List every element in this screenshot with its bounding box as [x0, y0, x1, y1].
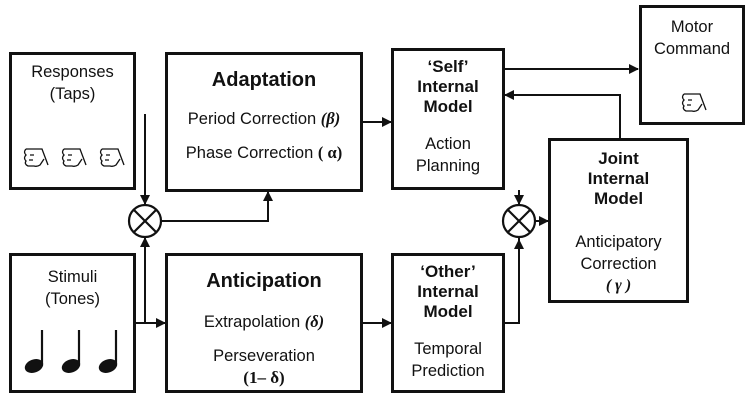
- responses-label: Responses: [31, 63, 114, 81]
- joint-model-title-3: Model: [593, 189, 644, 208]
- joint-model-box: Joint Internal Model Anticipatory Correc…: [548, 138, 689, 303]
- phase-correction: Phase Correction ( α): [168, 143, 360, 163]
- perseveration-label: Perseveration: [213, 347, 315, 365]
- delta-symbol: (δ): [304, 312, 325, 331]
- extrapolation: Extrapolation (δ): [168, 312, 360, 332]
- pointing-hand-icon: [678, 80, 712, 119]
- period-correction: Period Correction (β): [168, 109, 360, 129]
- responses-box: Responses (Taps): [9, 52, 136, 190]
- joint-model-sub-1: Anticipatory: [575, 233, 662, 251]
- pointing-hand-icon: [96, 135, 130, 174]
- joint-model-sub-2: Correction: [580, 255, 657, 273]
- adaptation-title: Adaptation: [211, 69, 317, 91]
- other-model-sub-1: Temporal: [414, 340, 482, 358]
- stimuli-label: Stimuli: [47, 268, 98, 286]
- arrow-other-to-comparator: [505, 238, 520, 324]
- arrow-comparator-to-adaptation: [161, 191, 273, 222]
- anticipation-title: Anticipation: [206, 270, 322, 292]
- other-model-title-2: Internal: [417, 282, 479, 301]
- quarter-note-icon: [61, 330, 81, 373]
- self-model-title-3: Model: [423, 97, 473, 116]
- comparator-right: [501, 203, 537, 239]
- stimuli-box: Stimuli (Tones): [9, 253, 136, 393]
- anticipation-box: Anticipation Extrapolation (δ) Persevera…: [165, 253, 363, 393]
- self-model-sub-1: Action: [425, 135, 471, 153]
- one-minus-delta-symbol: (1– δ): [243, 368, 285, 387]
- pointing-hand-icon: [20, 135, 54, 174]
- self-model-title-2: Internal: [417, 77, 479, 96]
- responses-sublabel: (Taps): [49, 85, 96, 103]
- self-model-sub-2: Planning: [415, 157, 481, 175]
- joint-model-title-1: Joint: [598, 149, 639, 168]
- other-model-sub-2: Prediction: [411, 362, 485, 380]
- quarter-note-icon: [24, 330, 44, 373]
- other-model-title-3: Model: [423, 302, 473, 321]
- extrapolation-label: Extrapolation: [203, 313, 301, 331]
- beta-symbol: (β): [320, 109, 341, 128]
- motor-sublabel: Command: [653, 40, 731, 58]
- motor-command-box: Motor Command: [639, 5, 745, 125]
- alpha-symbol: ( α): [317, 143, 343, 162]
- quarter-notes-icon: [24, 330, 118, 373]
- pointing-hand-icon: [58, 135, 92, 174]
- phase-correction-label: Phase Correction: [185, 144, 314, 162]
- joint-model-title-2: Internal: [587, 169, 650, 188]
- arrow-joint-to-self: [504, 90, 621, 138]
- self-model-title-1: ‘Self’: [427, 57, 469, 76]
- self-model-box: ‘Self’ Internal Model Action Planning: [391, 48, 505, 190]
- other-model-box: ‘Other’ Internal Model Temporal Predicti…: [391, 253, 505, 393]
- motor-label: Motor: [670, 18, 714, 36]
- other-model-title-1: ‘Other’: [420, 262, 476, 281]
- quarter-note-icon: [98, 330, 118, 373]
- adaptation-box: Adaptation Period Correction (β) Phase C…: [165, 52, 363, 192]
- gamma-symbol: ( γ ): [605, 277, 632, 294]
- comparator-left: [127, 203, 163, 239]
- stimuli-sublabel: (Tones): [44, 290, 101, 308]
- period-correction-label: Period Correction: [187, 110, 317, 128]
